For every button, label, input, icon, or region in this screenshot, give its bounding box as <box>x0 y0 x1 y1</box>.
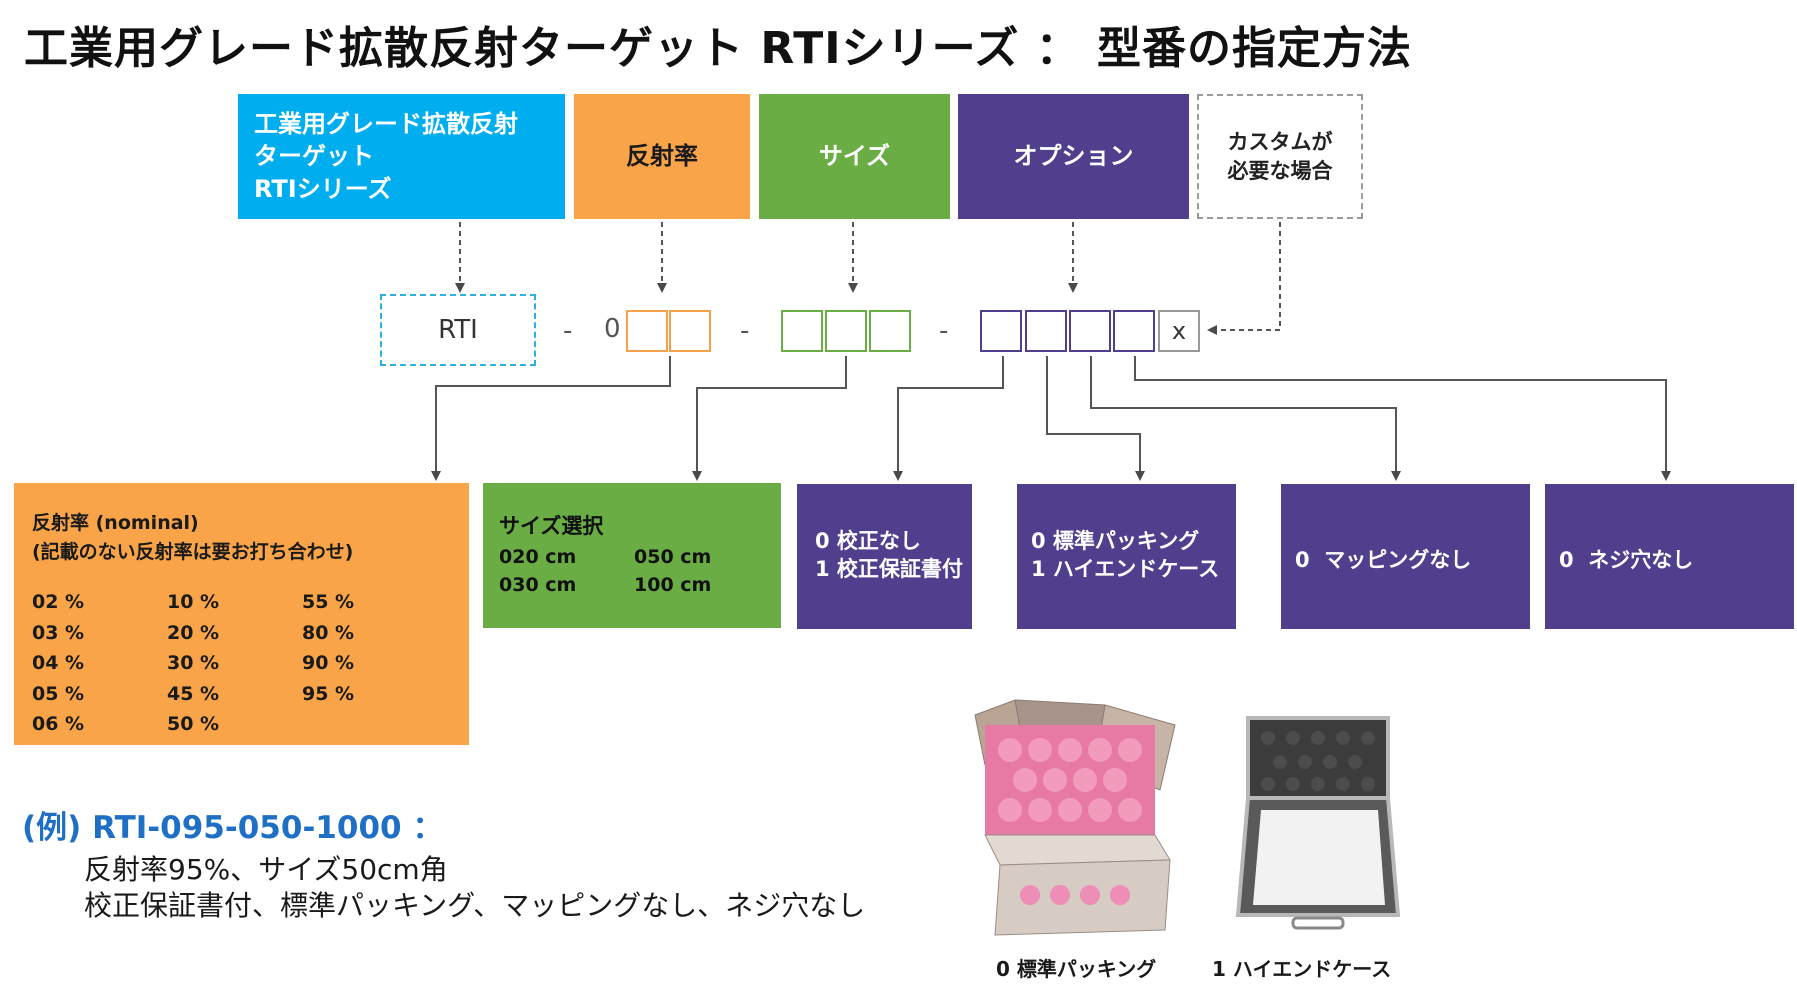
custom-slot: x <box>1158 310 1200 352</box>
packing-detail-box: 0 標準パッキング 1 ハイエンドケース <box>1017 484 1236 629</box>
reflectance-value: 06 % <box>32 713 85 735</box>
caption-standard-packing: 0 標準パッキング <box>996 957 1157 981</box>
size-value: 100 cm <box>634 574 712 596</box>
size-detail-box: サイズ選択 020 cm 050 cm 030 cm 100 cm <box>483 483 781 628</box>
size-slot-1 <box>781 310 823 352</box>
size-values-grid: 020 cm 050 cm 030 cm 100 cm <box>499 543 781 600</box>
screw-option-0: 0 ネジ穴なし <box>1559 548 1694 573</box>
reflectance-value: 80 % <box>302 621 355 644</box>
size-slot-3 <box>869 310 911 352</box>
connector-size <box>692 356 847 481</box>
example-line-1: 反射率95%、サイズ50cm角 <box>84 853 448 886</box>
size-value: 020 cm <box>499 545 577 568</box>
reflectance-value: 02 % <box>32 591 85 613</box>
calibration-option-1: 1 校正保証書付 <box>815 556 963 581</box>
reflectance-value <box>302 710 437 739</box>
screw-detail-box: 0 ネジ穴なし 1 M4ネジ穴あり 2 1/4インチネジ穴 あり (ターゲット背… <box>1545 484 1794 905</box>
option-slot-calibration <box>980 310 1022 352</box>
connector-screw <box>1134 356 1671 481</box>
code-separator-3: - <box>939 316 949 346</box>
caption-highend-case: 1 ハイエンドケース <box>1212 957 1392 981</box>
arrow-custom <box>1207 222 1281 335</box>
reflectance-values-grid: 02 % 10 % 55 % 03 % 20 % 80 % 04 % 30 % … <box>32 588 469 739</box>
reflectance-value: 90 % <box>302 652 355 674</box>
header-custom-line1: カスタムが <box>1227 130 1333 155</box>
mapping-detail-box: 0 マッピングなし 1 エリアマッピング あり （マッピング波長 940nm） <box>1281 484 1530 905</box>
calibration-detail-box: 0 校正なし 1 校正保証書付 <box>797 484 972 629</box>
highend-case-image <box>1235 716 1401 930</box>
code-prefix-box: RTI <box>380 294 536 366</box>
header-product-line1: 工業用グレード拡散反射 <box>254 109 518 138</box>
reflectance-value: 95 % <box>302 682 355 705</box>
example-line-2: 校正保証書付、標準パッキング、マッピングなし、ネジ穴なし <box>84 889 866 922</box>
reflectance-value: 03 % <box>32 621 85 644</box>
reflectance-title: 反射率 (nominal) <box>32 512 199 534</box>
header-product: 工業用グレード拡散反射 ターゲット RTIシリーズ <box>238 94 565 219</box>
code-separator-1: - <box>563 316 573 346</box>
option-slot-mapping <box>1069 310 1111 352</box>
screw-option-1: 1 M4ネジ穴あり <box>1559 631 1729 656</box>
code-zero: 0 <box>604 314 621 344</box>
connector-reflectance <box>431 356 671 481</box>
reflectance-value: 10 % <box>167 591 220 613</box>
option-slot-screw <box>1113 310 1155 352</box>
header-product-line3: RTIシリーズ <box>254 174 392 203</box>
page-title: 工業用グレード拡散反射ターゲット RTIシリーズ ： 型番の指定方法 <box>24 23 1413 74</box>
header-size: サイズ <box>759 94 950 219</box>
option-slot-packing <box>1025 310 1067 352</box>
calibration-option-0: 0 校正なし <box>815 529 921 553</box>
reflectance-detail-box: 反射率 (nominal) (記載のない反射率は要お打ち合わせ) 02 % 10… <box>14 483 469 745</box>
mapping-option-0: 0 マッピングなし <box>1295 548 1472 573</box>
reflectance-value: 04 % <box>32 652 85 674</box>
packing-option-0: 0 標準パッキング <box>1031 529 1200 553</box>
example-label: (例) RTI-095-050-1000 ： <box>22 810 444 846</box>
reflectance-slot-1 <box>626 310 668 352</box>
packing-option-1: 1 ハイエンドケース <box>1031 556 1220 581</box>
reflectance-note: (記載のない反射率は要お打ち合わせ) <box>32 540 354 563</box>
size-value: 050 cm <box>634 545 712 568</box>
header-reflectance: 反射率 <box>574 94 750 219</box>
screw-option-2: 2 1/4インチネジ穴 <box>1559 714 1752 739</box>
connector-packing <box>1046 356 1145 481</box>
standard-packing-image <box>974 699 1176 936</box>
header-custom: カスタムが 必要な場合 <box>1197 94 1363 219</box>
header-option: オプション <box>958 94 1189 219</box>
size-value: 030 cm <box>499 574 577 596</box>
reflectance-value: 45 % <box>167 682 220 705</box>
reflectance-value: 20 % <box>167 621 220 644</box>
reflectance-value: 50 % <box>167 713 220 735</box>
reflectance-value: 30 % <box>167 652 220 674</box>
code-separator-2: - <box>740 316 750 346</box>
connector-mapping <box>1090 356 1401 481</box>
connector-calibration <box>893 356 1004 481</box>
size-title: サイズ選択 <box>499 514 604 538</box>
header-product-line2: ターゲット <box>254 142 374 171</box>
reflectance-slot-2 <box>669 310 711 352</box>
screw-note: (ターゲット背面) <box>1559 881 1726 906</box>
reflectance-value: 05 % <box>32 682 85 705</box>
mapping-option-1: 1 エリアマッピング <box>1295 631 1493 656</box>
size-slot-2 <box>825 310 867 352</box>
header-custom-line2: 必要な場合 <box>1227 158 1333 183</box>
screw-option-2-cont: あり <box>1559 797 1631 822</box>
reflectance-value: 55 % <box>302 591 355 613</box>
